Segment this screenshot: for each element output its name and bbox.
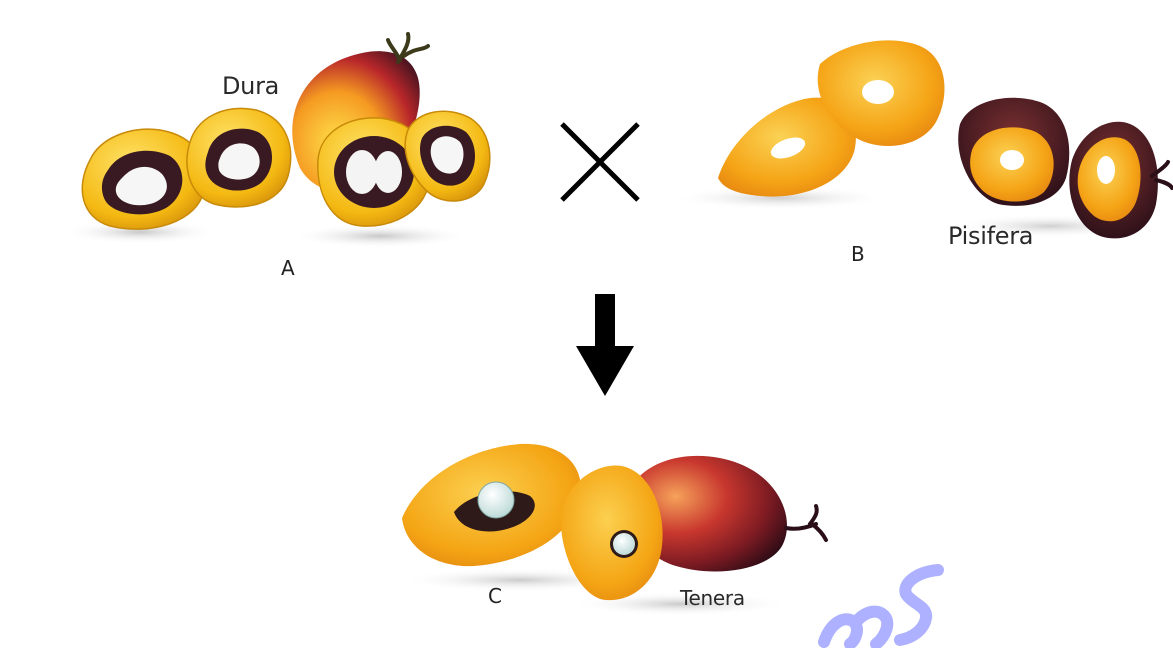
- dura-slice-1: [82, 129, 205, 229]
- panel-c-letter: C: [488, 584, 502, 608]
- panel-tenera: Tenera C: [350, 420, 850, 648]
- pisifera-fruit-illustration: [630, 0, 1173, 290]
- watermark-logo: [816, 560, 946, 648]
- panel-a-letter: A: [281, 256, 295, 280]
- down-arrow-icon: [576, 294, 634, 396]
- tenera-fruit-illustration: [350, 420, 850, 648]
- dura-fruit-illustration: [0, 0, 560, 290]
- dura-slice-2: [187, 108, 291, 206]
- panel-b-letter: B: [851, 242, 865, 266]
- panel-pisifera: Pisifera B: [630, 0, 1173, 290]
- pisifera-slice-3: [1069, 122, 1172, 239]
- tenera-label: Tenera: [680, 586, 745, 610]
- tenera-slice-1: [402, 444, 581, 566]
- pisifera-label: Pisifera: [948, 222, 1033, 250]
- panel-dura: Dura A: [0, 0, 560, 290]
- dura-label: Dura: [222, 72, 279, 100]
- pisifera-fruit-dark: [958, 98, 1069, 206]
